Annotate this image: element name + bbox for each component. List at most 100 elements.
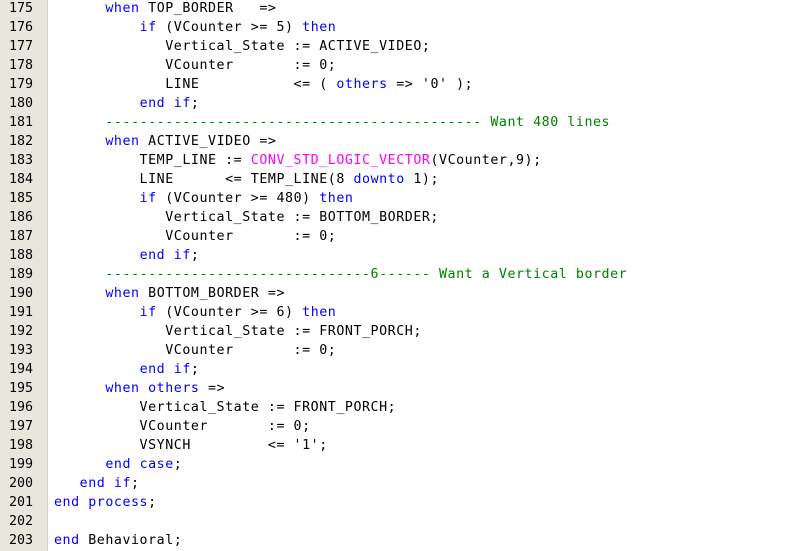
keyword-token: when — [105, 1, 140, 16]
code-line[interactable]: 194 end if; — [0, 360, 790, 379]
code-token: Vertical_State := BOTTOM_BORDER; — [54, 210, 439, 225]
code-line[interactable]: 192 Vertical_State := FRONT_PORCH; — [0, 322, 790, 341]
line-number: 180 — [8, 96, 33, 111]
keyword-token: end if — [139, 96, 191, 111]
code-token: Vertical_State := FRONT_PORCH; — [54, 400, 397, 415]
line-number: 178 — [8, 58, 33, 73]
line-number: 194 — [8, 362, 33, 377]
code-token — [54, 248, 140, 263]
line-number: 202 — [8, 514, 33, 529]
code-token: LINE <= ( — [54, 77, 337, 92]
comment-token: ----------------------------------------… — [105, 115, 611, 130]
code-line[interactable]: 177 Vertical_State := ACTIVE_VIDEO; — [0, 37, 790, 56]
code-token: ; — [190, 362, 200, 377]
keyword-token: when others — [105, 381, 200, 396]
line-number: 200 — [8, 476, 33, 491]
code-token — [54, 1, 105, 16]
code-line[interactable]: 182 when ACTIVE_VIDEO => — [0, 132, 790, 151]
code-text: if (VCounter >= 6) then — [54, 303, 336, 322]
code-text: end if; — [54, 360, 199, 379]
code-text: end if; — [54, 246, 199, 265]
keyword-token: when — [105, 134, 140, 149]
keyword-token: if — [139, 305, 157, 320]
keyword-token: if — [139, 20, 157, 35]
code-line[interactable]: 187 VCounter := 0; — [0, 227, 790, 246]
code-token: TEMP_LINE := — [54, 153, 251, 168]
code-text: when others => — [54, 379, 225, 398]
code-token: (VCounter >= 6) — [156, 305, 303, 320]
code-line[interactable]: 189 -------------------------------6----… — [0, 265, 790, 284]
code-token: ; — [190, 248, 200, 263]
code-token: BOTTOM_BORDER => — [139, 286, 286, 301]
line-number: 198 — [8, 438, 33, 453]
line-number: 175 — [8, 1, 33, 16]
line-number: 184 — [8, 172, 33, 187]
code-line[interactable]: 193 VCounter := 0; — [0, 341, 790, 360]
line-number: 177 — [8, 39, 33, 54]
code-line[interactable]: 188 end if; — [0, 246, 790, 265]
code-line[interactable]: 185 if (VCounter >= 480) then — [0, 189, 790, 208]
code-token: ; — [148, 495, 157, 510]
line-number: 197 — [8, 419, 33, 434]
code-text: VCounter := 0; — [54, 56, 336, 75]
code-line[interactable]: 175 when TOP_BORDER => — [0, 0, 790, 18]
line-number: 195 — [8, 381, 33, 396]
code-line[interactable]: 183 TEMP_LINE := CONV_STD_LOGIC_VECTOR(V… — [0, 151, 790, 170]
code-token: VCounter := 0; — [54, 229, 337, 244]
code-text: LINE <= ( others => '0' ); — [54, 75, 473, 94]
code-line[interactable]: 200 end if; — [0, 474, 790, 493]
code-token: ACTIVE_VIDEO => — [139, 134, 277, 149]
code-token: Vertical_State := ACTIVE_VIDEO; — [54, 39, 431, 54]
keyword-token: downto — [353, 172, 405, 187]
code-text: Vertical_State := ACTIVE_VIDEO; — [54, 37, 430, 56]
code-text: end if; — [54, 94, 199, 113]
code-line[interactable]: 195 when others => — [0, 379, 790, 398]
code-token — [54, 267, 105, 282]
code-line[interactable]: 181 ------------------------------------… — [0, 113, 790, 132]
code-line[interactable]: 178 VCounter := 0; — [0, 56, 790, 75]
code-text: -------------------------------6------ W… — [54, 265, 627, 284]
code-token — [54, 381, 105, 396]
code-line[interactable]: 190 when BOTTOM_BORDER => — [0, 284, 790, 303]
code-line[interactable]: 202 — [0, 512, 790, 531]
code-line[interactable]: 186 Vertical_State := BOTTOM_BORDER; — [0, 208, 790, 227]
code-token — [54, 457, 105, 472]
code-token: 1); — [404, 172, 440, 187]
line-number: 193 — [8, 343, 33, 358]
code-text: ----------------------------------------… — [54, 113, 610, 132]
code-text: end process; — [54, 493, 157, 512]
code-token — [54, 286, 105, 301]
code-token: Behavioral; — [79, 533, 183, 548]
code-text: when ACTIVE_VIDEO => — [54, 132, 276, 151]
code-line[interactable]: 180 end if; — [0, 94, 790, 113]
code-text: if (VCounter >= 480) then — [54, 189, 353, 208]
code-text: TEMP_LINE := CONV_STD_LOGIC_VECTOR(VCoun… — [54, 151, 542, 170]
code-line[interactable]: 196 Vertical_State := FRONT_PORCH; — [0, 398, 790, 417]
code-text: when TOP_BORDER => — [54, 0, 276, 18]
code-text: VCounter := 0; — [54, 341, 336, 360]
line-number: 186 — [8, 210, 33, 225]
line-number: 190 — [8, 286, 33, 301]
code-line[interactable]: 179 LINE <= ( others => '0' ); — [0, 75, 790, 94]
code-token: Vertical_State := FRONT_PORCH; — [54, 324, 422, 339]
code-line[interactable]: 191 if (VCounter >= 6) then — [0, 303, 790, 322]
keyword-token: end process — [54, 495, 149, 510]
keyword-token: then — [302, 305, 337, 320]
line-number: 176 — [8, 20, 33, 35]
keyword-token: when — [105, 286, 140, 301]
code-line[interactable]: 184 LINE <= TEMP_LINE(8 downto 1); — [0, 170, 790, 189]
code-line[interactable]: 197 VCounter := 0; — [0, 417, 790, 436]
code-token: ; — [173, 457, 183, 472]
code-token: VCounter := 0; — [54, 58, 337, 73]
code-line[interactable]: 198 VSYNCH <= '1'; — [0, 436, 790, 455]
code-token: LINE <= TEMP_LINE(8 — [54, 172, 354, 187]
code-text: if (VCounter >= 5) then — [54, 18, 336, 37]
code-line[interactable]: 199 end case; — [0, 455, 790, 474]
code-token: TOP_BORDER => — [139, 1, 277, 16]
code-line[interactable]: 176 if (VCounter >= 5) then — [0, 18, 790, 37]
code-token: ; — [131, 476, 140, 491]
code-token — [54, 362, 140, 377]
